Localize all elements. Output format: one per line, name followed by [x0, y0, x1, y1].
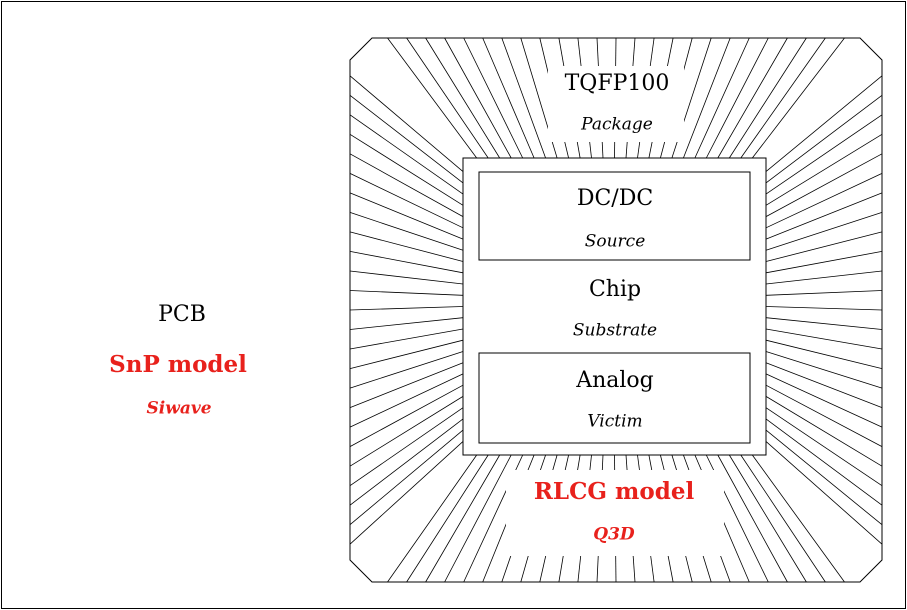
- bond-wire: [765, 418, 883, 506]
- bond-wire: [349, 407, 464, 487]
- bond-wire: [765, 153, 883, 217]
- bond-wire: [765, 373, 883, 428]
- bond-wire: [349, 396, 464, 467]
- bond-wire: [349, 192, 464, 240]
- bond-wire: [349, 133, 464, 206]
- bond-wire: [349, 384, 464, 447]
- bond-wire: [765, 192, 883, 240]
- pcb-title: PCB: [158, 302, 206, 327]
- bond-wire: [349, 94, 464, 184]
- bond-wire: [387, 37, 478, 159]
- bond-wire: [765, 133, 883, 206]
- bond-wire: [349, 75, 464, 172]
- package-outline: [349, 37, 883, 583]
- bond-wire: [349, 429, 464, 526]
- pcb-model-label: SnP model: [109, 351, 247, 378]
- pcb-tool-label: Siwave: [146, 399, 211, 419]
- bond-wire: [444, 454, 512, 583]
- bond-wire: [765, 441, 883, 545]
- bond-wire: [765, 270, 883, 285]
- bond-wire: [349, 290, 464, 296]
- bond-wire: [349, 441, 464, 545]
- bond-wire: [349, 173, 464, 229]
- package-tool-label: Q3D: [593, 525, 635, 545]
- source-title: DC/DC: [577, 186, 653, 211]
- bond-wire: [349, 114, 464, 195]
- bond-wire: [765, 317, 883, 330]
- package-title: TQFP100: [565, 71, 670, 96]
- chip-title: Chip: [589, 277, 641, 302]
- bond-wire: [751, 37, 845, 159]
- chip-subtitle: Substrate: [573, 321, 657, 341]
- bond-wire: [425, 454, 501, 583]
- bond-wire: [349, 306, 464, 311]
- bond-wire: [425, 37, 501, 159]
- bond-wire: [683, 37, 731, 159]
- bond-wire: [349, 251, 464, 274]
- bond-wire: [765, 290, 883, 296]
- bond-wire: [444, 37, 512, 159]
- bond-wire: [705, 37, 769, 159]
- bond-wire: [349, 362, 464, 408]
- bond-wire: [751, 454, 845, 583]
- bond-wire: [387, 454, 478, 583]
- bond-wire: [765, 396, 883, 467]
- bond-wire: [349, 339, 464, 369]
- bond-wire: [765, 351, 883, 389]
- source-block: [478, 171, 751, 261]
- bond-wire: [349, 317, 464, 330]
- bond-wire: [349, 373, 464, 428]
- bond-wire: [728, 37, 807, 159]
- bond-wire: [349, 418, 464, 506]
- bond-wire: [482, 37, 535, 159]
- bond-wire: [765, 407, 883, 487]
- bond-wire: [349, 153, 464, 217]
- bond-wire: [694, 37, 750, 159]
- package-label-bg: [548, 66, 684, 142]
- bond-wire: [717, 454, 788, 583]
- package-subtitle: Package: [580, 115, 653, 135]
- bond-wire: [349, 351, 464, 389]
- victim-subtitle: Victim: [587, 412, 642, 432]
- bond-wire: [463, 37, 524, 159]
- rlcg-label-bg: [506, 470, 724, 556]
- bond-wire: [349, 270, 464, 285]
- bond-wires: [349, 37, 883, 583]
- bond-wire: [765, 114, 883, 195]
- package-model-label: RLCG model: [534, 478, 695, 505]
- bond-wire: [765, 306, 883, 311]
- bond-wire: [765, 339, 883, 369]
- bond-wire: [406, 454, 489, 583]
- bond-wire: [349, 328, 464, 350]
- bond-wire: [765, 231, 883, 262]
- victim-title: Analog: [575, 368, 654, 393]
- bond-wire: [765, 173, 883, 229]
- bond-wire: [765, 212, 883, 251]
- bond-wire: [765, 362, 883, 408]
- bond-wire: [349, 212, 464, 251]
- bond-wire: [740, 37, 826, 159]
- bond-wire: [765, 429, 883, 526]
- source-subtitle: Source: [585, 232, 646, 252]
- bond-wire: [501, 37, 546, 159]
- bond-wire: [765, 384, 883, 447]
- bond-wire: [765, 328, 883, 350]
- bond-wire: [717, 37, 788, 159]
- bond-wire: [765, 75, 883, 172]
- bond-wire: [740, 454, 826, 583]
- bond-wire: [349, 231, 464, 262]
- bond-wire: [406, 37, 489, 159]
- bond-wire: [765, 251, 883, 274]
- bond-wire: [765, 94, 883, 184]
- bond-wire: [728, 454, 807, 583]
- victim-block: [478, 352, 751, 444]
